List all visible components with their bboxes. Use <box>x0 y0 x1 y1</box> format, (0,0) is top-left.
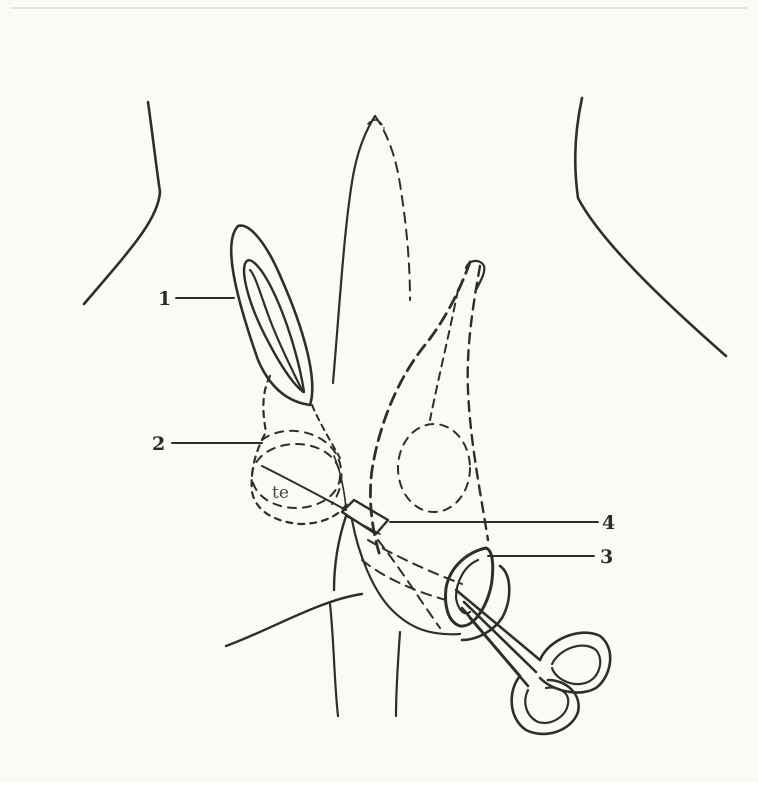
left-scrotal-sac <box>252 376 348 524</box>
label-4: 4 <box>602 512 615 534</box>
label-te: te <box>272 483 289 503</box>
clamp <box>342 500 388 534</box>
label-3: 3 <box>600 546 613 568</box>
right-testis-outline <box>370 261 488 628</box>
right-body-contour <box>575 98 726 356</box>
label-2: 2 <box>152 433 165 455</box>
scrotal-skin <box>226 516 462 716</box>
left-body-contour <box>84 102 160 304</box>
label-1: 1 <box>158 288 171 310</box>
extracted-testis <box>231 226 312 405</box>
penis <box>333 116 410 383</box>
ring-forceps <box>446 548 611 734</box>
